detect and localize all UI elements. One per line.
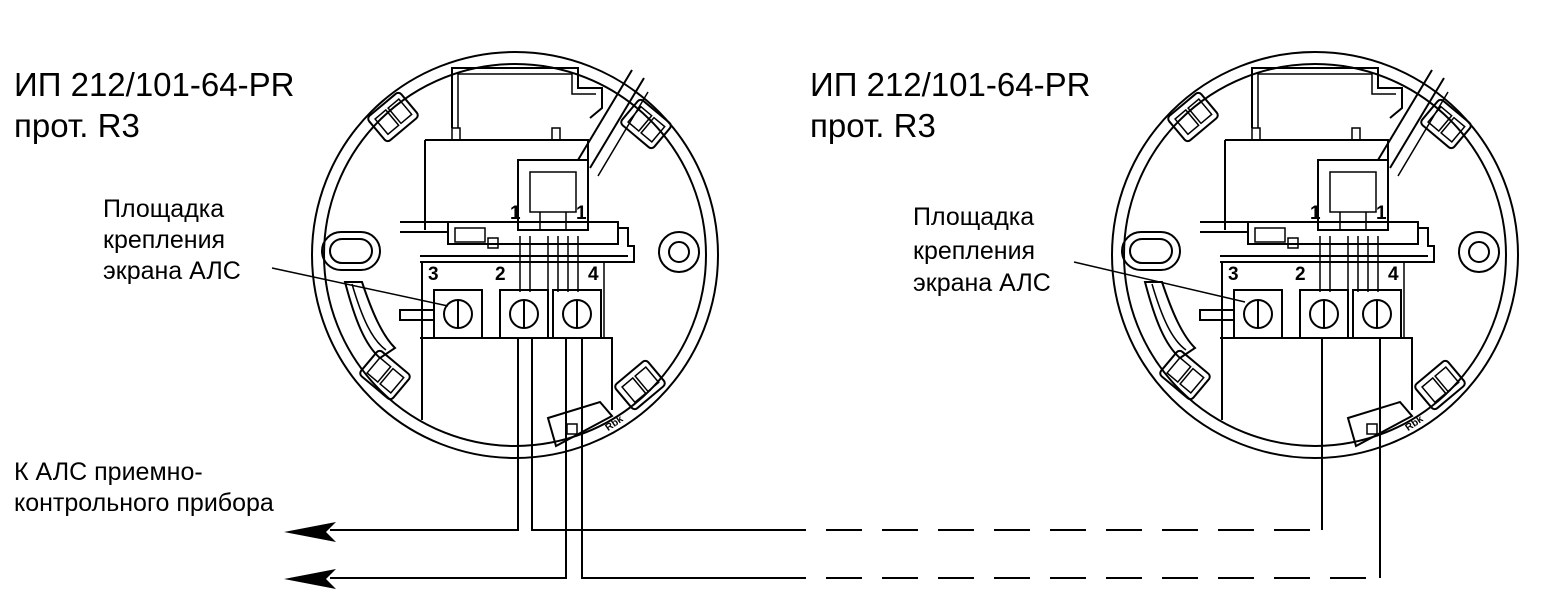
connection-label-line2: контрольного прибора — [14, 489, 274, 517]
terminal-2-label: 2 — [495, 264, 506, 285]
detector-2-pad-label-line3: экрана АЛС — [913, 269, 1051, 297]
terminal-labels-1: 1 1 3 2 4 — [428, 203, 599, 285]
detector-2-pad-label-line2: крепления — [913, 237, 1036, 265]
detector-1-title-line1: ИП 212/101-64-PR — [14, 66, 295, 103]
detector-2-pad-label-line1: Площадка — [913, 203, 1035, 231]
detector-2-title-line1: ИП 212/101-64-PR — [810, 66, 1091, 103]
detector-1-pad-label-line2: крепления — [103, 226, 226, 254]
detector-base-1 — [311, 51, 719, 459]
terminal-1b-label: 1 — [576, 203, 587, 224]
detector-2-title-line2: прот. R3 — [810, 107, 936, 144]
terminal-4-label: 4 — [1388, 264, 1399, 285]
terminal-2-label: 2 — [1295, 264, 1306, 285]
arrow-left-icon — [284, 522, 336, 542]
arrow-left-icon — [284, 569, 336, 589]
detector-1-pad-label-line1: Площадка — [103, 195, 225, 223]
pad-leader-line-1 — [271, 267, 449, 307]
wire-line-2-left — [330, 338, 567, 579]
alс-wires — [284, 338, 1381, 589]
wire-line-1-left — [330, 338, 519, 531]
terminal-1a-label: 1 — [510, 203, 521, 224]
terminal-4-label: 4 — [588, 264, 599, 285]
terminal-3-label: 3 — [428, 264, 439, 285]
terminal-labels-2: 1 1 3 2 4 — [1228, 203, 1399, 285]
detector-1-title-line2: прот. R3 — [14, 107, 140, 144]
detector-1-pad-label-line3: экрана АЛС — [103, 257, 241, 285]
wire-line-1-loop — [531, 338, 770, 531]
connection-label-line1: К АЛС приемно- — [14, 458, 203, 486]
wire-line-2-loop — [581, 338, 770, 579]
pad-leader-line-2 — [1073, 261, 1246, 303]
terminal-1b-label: 1 — [1376, 203, 1387, 224]
detector-base-2 — [1111, 51, 1519, 459]
terminal-3-label: 3 — [1228, 264, 1239, 285]
terminal-1a-label: 1 — [1310, 203, 1321, 224]
